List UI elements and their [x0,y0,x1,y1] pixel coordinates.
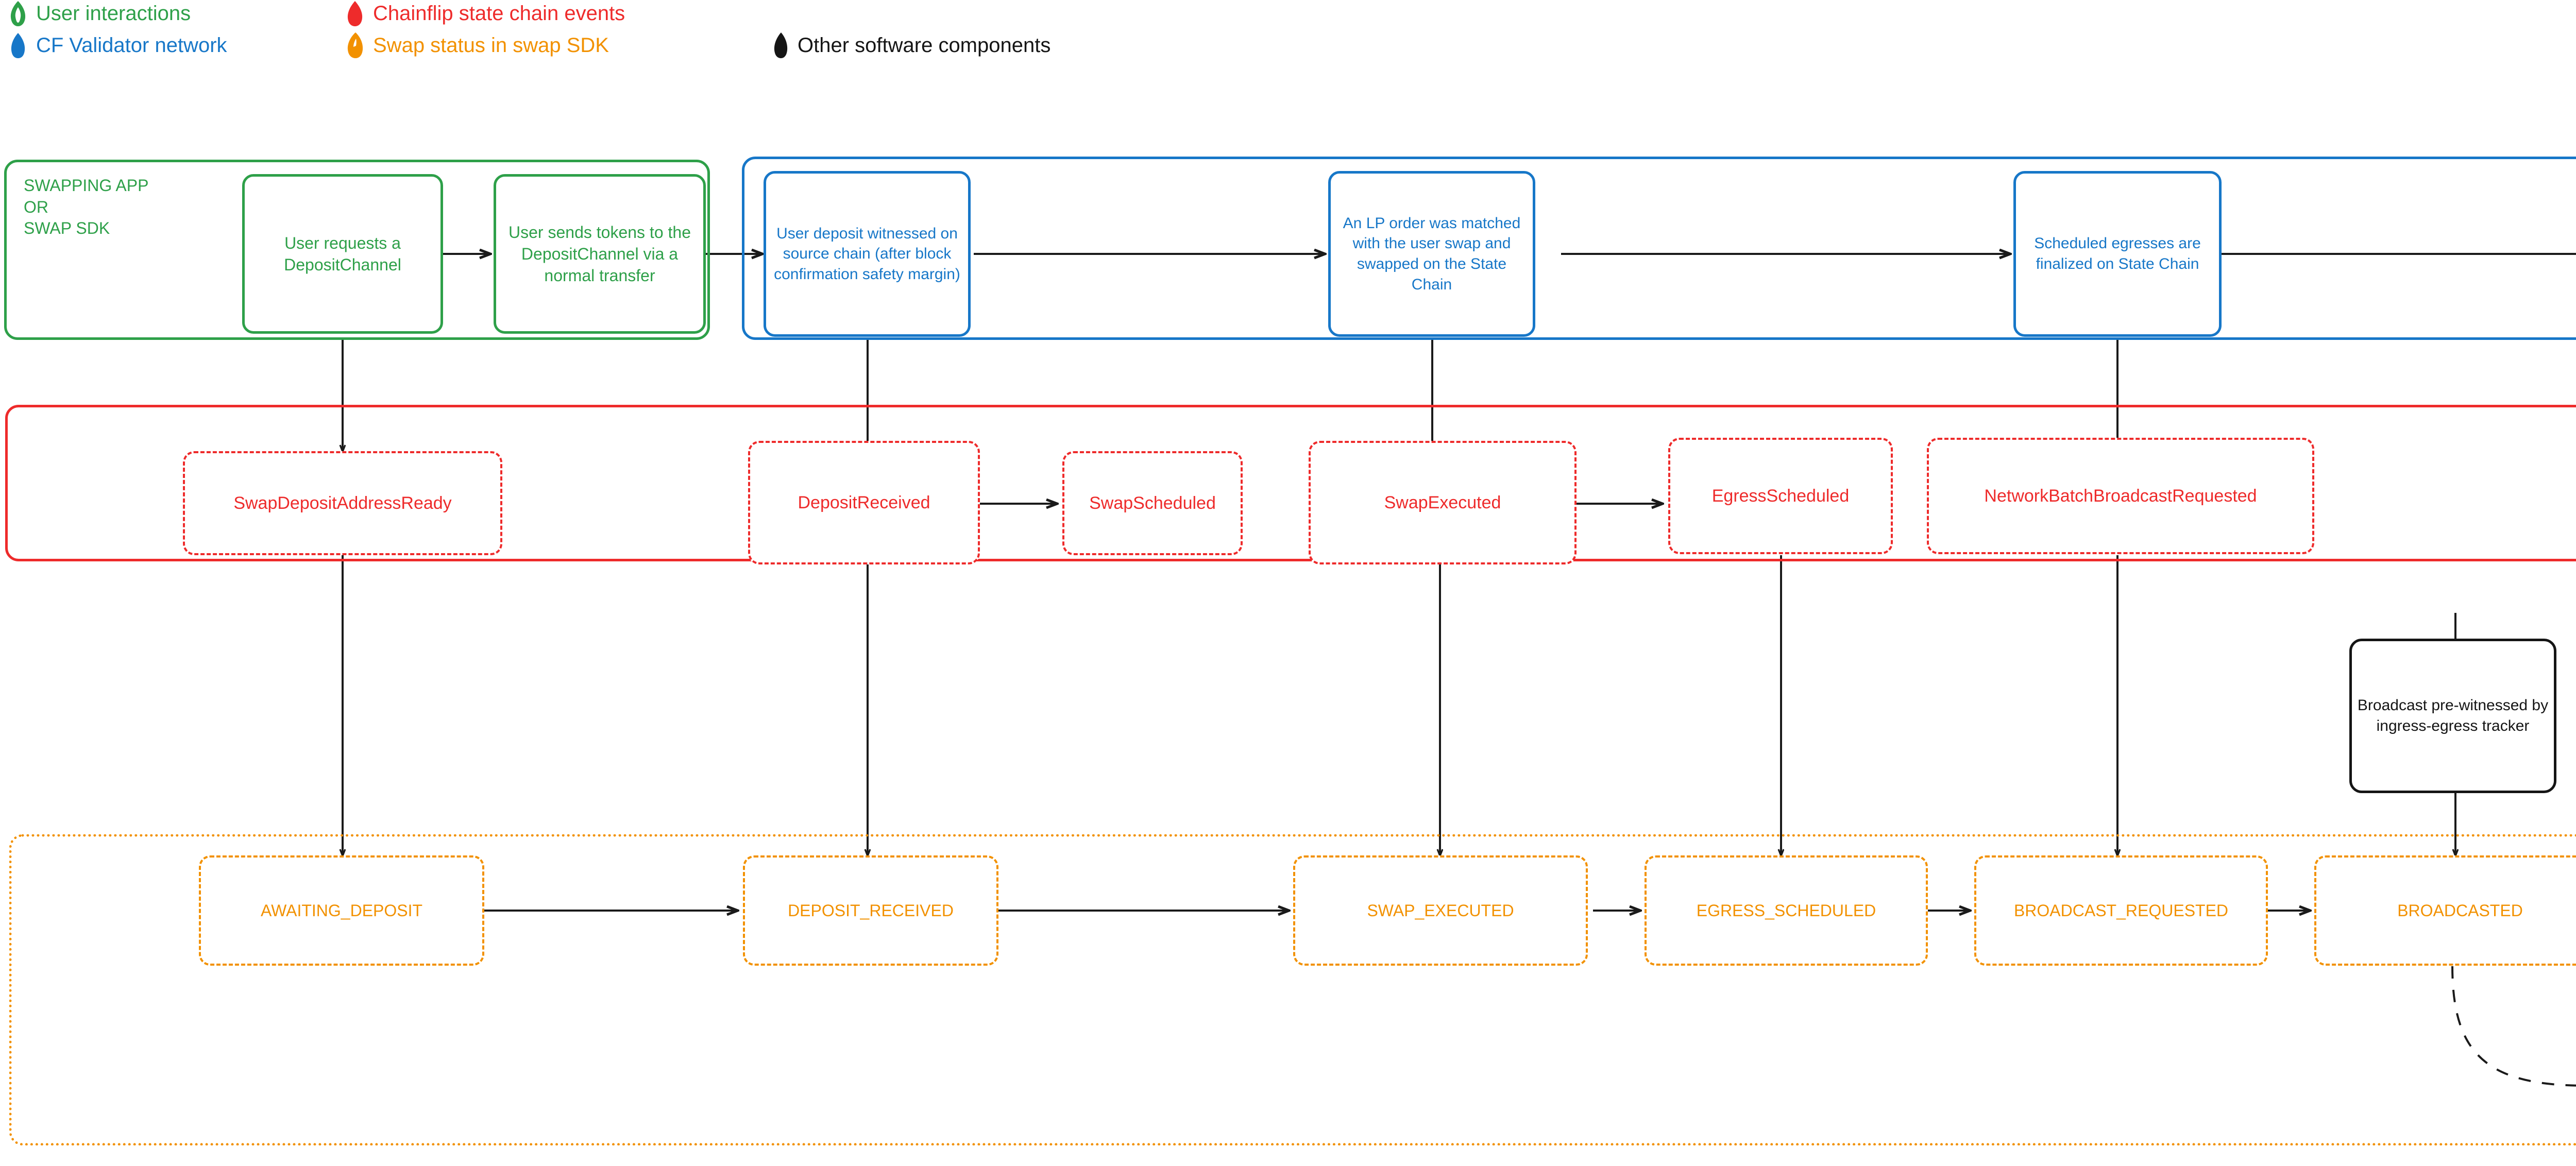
node-deposit-received-status[interactable]: DEPOSIT_RECEIVED [743,855,998,966]
black-blob-icon [774,32,788,58]
node-user-deposit-witnessed[interactable]: User deposit witnessed on source chain (… [764,171,971,337]
swimlane-swapping-app [4,160,710,340]
swimlane-title-swapping-app: SWAPPING APP OR SWAP SDK [24,176,149,238]
node-label-swap-deposit-address-ready: SwapDepositAddressReady [233,493,452,513]
node-swap-executed[interactable]: SwapExecuted [1309,441,1577,564]
node-label-user-deposit-witnessed: User deposit witnessed on source chain (… [774,225,960,283]
node-broadcast-prewitnessed[interactable]: Broadcast pre-witnessed by ingress-egres… [2349,639,2556,793]
legend-item-cf-validator-network: CF Validator network [9,32,227,59]
legend-item-user-interactions: User interactions [9,0,191,27]
legend-label-other-software-components: Other software components [798,34,1051,57]
node-swap-executed-status[interactable]: SWAP_EXECUTED [1293,855,1588,966]
node-deposit-received[interactable]: DepositReceived [748,441,980,564]
node-label-scheduled-egresses-finalized: Scheduled egresses are finalized on Stat… [2034,235,2201,272]
node-user-requests-depositchannel[interactable]: User requests a DepositChannel [242,174,443,334]
legend-item-chainflip-state-chain-events: Chainflip state chain events [346,0,625,27]
node-label-user-sends-tokens: User sends tokens to the DepositChannel … [509,222,691,285]
node-label-egress-scheduled-status: EGRESS_SCHEDULED [1696,901,1876,920]
node-label-swap-executed-status: SWAP_EXECUTED [1367,901,1514,920]
node-label-deposit-received: DepositReceived [798,492,930,512]
node-label-broadcast-prewitnessed: Broadcast pre-witnessed by ingress-egres… [2357,697,2549,734]
node-user-sends-tokens[interactable]: User sends tokens to the DepositChannel … [494,174,706,334]
legend-item-swap-status-in-swap-sdk: Swap status in swap SDK [346,32,609,59]
dashed-arrow-broadcasted-to-broadcastaborted [2451,966,2576,1087]
node-label-lp-order-matched: An LP order was matched with the user sw… [1343,214,1521,293]
node-label-network-batch-broadcast-requested: NetworkBatchBroadcastRequested [1984,486,2257,506]
node-egress-scheduled-status[interactable]: EGRESS_SCHEDULED [1645,855,1928,966]
legend: User interactions Chainflip state chain … [0,0,1340,72]
swimlane-state-chain-events [5,405,2576,561]
node-label-awaiting-deposit: AWAITING_DEPOSIT [260,901,423,920]
node-label-user-requests-depositchannel: User requests a DepositChannel [284,233,401,274]
node-label-broadcast-requested-status: BROADCAST_REQUESTED [2013,901,2229,920]
orange-blob-icon [347,32,363,58]
red-blob-icon [347,1,363,26]
swimlane-swap-sdk-status [9,834,2576,1145]
node-label-swap-scheduled: SwapScheduled [1089,493,1216,513]
node-swap-scheduled[interactable]: SwapScheduled [1062,451,1243,555]
node-broadcast-requested-status[interactable]: BROADCAST_REQUESTED [1974,855,2268,966]
node-label-deposit-received-status: DEPOSIT_RECEIVED [788,901,954,920]
node-lp-order-matched[interactable]: An LP order was matched with the user sw… [1328,171,1535,337]
node-swap-deposit-address-ready[interactable]: SwapDepositAddressReady [183,451,502,555]
green-blob-icon [10,1,26,26]
legend-label-cf-validator-network: CF Validator network [36,34,227,57]
node-broadcasted-status[interactable]: BROADCASTED [2314,855,2576,966]
node-awaiting-deposit[interactable]: AWAITING_DEPOSIT [199,855,484,966]
legend-label-swap-status-in-swap-sdk: Swap status in swap SDK [373,34,609,57]
legend-label-chainflip-state-chain-events: Chainflip state chain events [373,2,625,25]
node-egress-scheduled[interactable]: EgressScheduled [1668,438,1893,554]
blue-blob-icon [11,33,25,58]
node-scheduled-egresses-finalized[interactable]: Scheduled egresses are finalized on Stat… [2013,171,2222,337]
swimlane-validator-network [742,157,2576,340]
node-network-batch-broadcast-requested[interactable]: NetworkBatchBroadcastRequested [1927,438,2314,554]
node-label-swap-executed: SwapExecuted [1384,492,1501,512]
legend-item-other-software-components: Other software components [771,32,1050,59]
node-label-egress-scheduled: EgressScheduled [1711,486,1850,506]
node-label-broadcasted-status: BROADCASTED [2397,901,2523,920]
legend-label-user-interactions: User interactions [36,2,191,25]
